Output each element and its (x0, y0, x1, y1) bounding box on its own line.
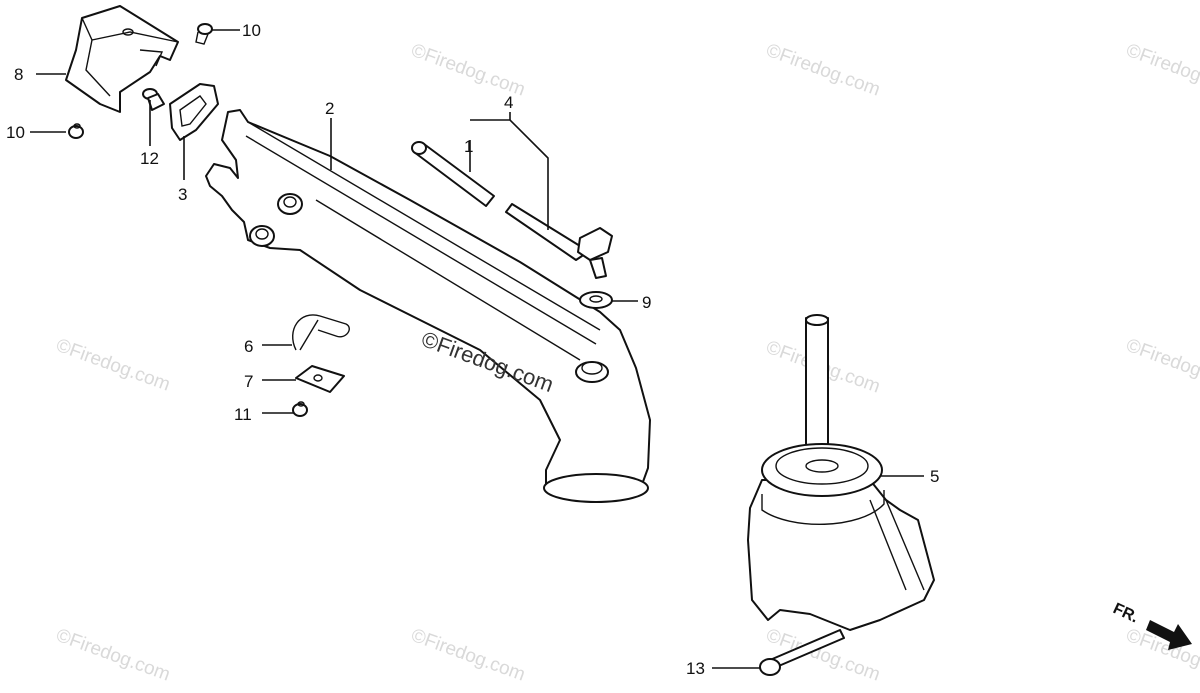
watermark: ©Firedog.com (1123, 335, 1200, 396)
watermark: ©Firedog.com (53, 335, 173, 396)
callout-8: 8 (14, 65, 23, 84)
callout-4: 4 (504, 93, 513, 112)
part-7-clamp (295, 365, 345, 393)
watermark: ©Firedog.com (408, 625, 528, 686)
part-13-bolt (759, 629, 845, 676)
part-5-gear-case (747, 314, 935, 631)
part-1-sleeve (411, 141, 495, 207)
watermark: ©Firedog.com (53, 625, 173, 686)
leader-lines (30, 29, 924, 669)
part-8-bracket (65, 5, 179, 113)
callout-11: 11 (234, 405, 252, 424)
front-arrow-icon (1146, 620, 1192, 650)
part-11-nut (292, 401, 308, 417)
callout-2: 2 (325, 99, 334, 118)
callout-10: 10 (6, 123, 25, 142)
callout-6: 6 (244, 337, 253, 356)
callout-10: 10 (242, 21, 261, 40)
callout-12: 12 (140, 149, 159, 168)
part-3-gasket (169, 83, 219, 141)
callout-5: 5 (930, 467, 939, 486)
part-2-housing (205, 109, 651, 503)
front-label: FR. (1110, 600, 1141, 626)
callout-7: 7 (244, 372, 253, 391)
callout-1: 1 (464, 137, 473, 156)
callouts: 8 10 10 12 3 2 4 1 9 6 7 11 5 13 (6, 21, 939, 678)
watermark: ©Firedog.com (408, 40, 528, 101)
watermark: ©Firedog.com (1123, 40, 1200, 101)
part-9-washer (579, 291, 613, 309)
part-4-rod (505, 203, 613, 279)
callout-9: 9 (642, 293, 651, 312)
part-10-nut-left (68, 123, 84, 139)
part-12-bolt (142, 88, 165, 111)
part-10-screw-top (195, 23, 213, 45)
part-6-clip (291, 314, 350, 351)
callout-13: 13 (686, 659, 705, 678)
watermark: ©Firedog.com (763, 40, 883, 101)
callout-3: 3 (178, 185, 187, 204)
